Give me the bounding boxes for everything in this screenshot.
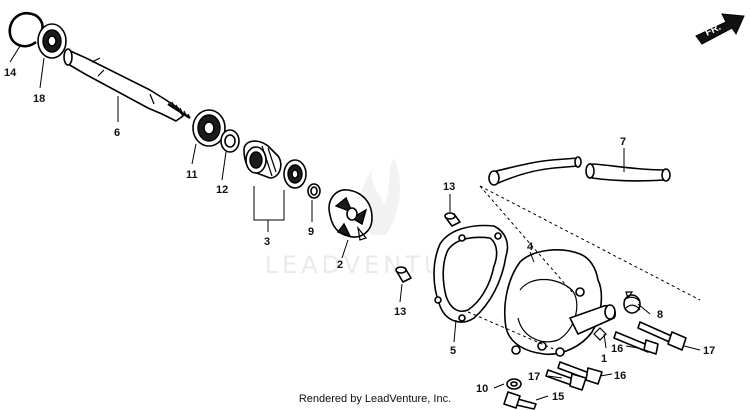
front-arrow-icon [695,13,745,45]
water-pump-cover-part [503,249,617,357]
bolt-15-part [503,391,537,410]
dowel-pin-lower-part [395,266,412,283]
callout-18: 18 [33,93,45,105]
callout-6: 6 [114,127,120,139]
hose-clamp-part [623,291,641,314]
callout-2: 2 [337,259,343,271]
callout-7: 7 [620,136,626,148]
callout-labels: 14 18 6 11 12 3 9 2 13 13 5 4 7 8 1 16 1… [4,67,715,403]
dowel-pin-upper-part [444,212,461,227]
pump-cover-gasket-part [433,224,509,323]
callout-13-upper: 13 [443,181,455,193]
seal-ring-part [283,159,307,189]
callout-3: 3 [264,236,270,248]
callout-12: 12 [216,184,228,196]
callout-16-upper: 16 [611,343,623,355]
callout-9: 9 [308,226,314,238]
small-washer-part [307,183,321,199]
impeller-part [328,189,373,241]
callout-17-lower: 17 [528,371,540,383]
callout-5: 5 [450,345,456,357]
mechanical-seal-part [243,140,282,179]
render-credit-footer: Rendered by LeadVenture, Inc. [298,393,452,405]
front-direction-label: FR. [703,22,722,39]
callout-1: 1 [601,353,607,365]
bolt-17-upper-part [637,321,687,351]
callout-16-lower: 16 [614,370,626,382]
front-direction-marker: FR. [695,13,745,45]
bolt-16-upper-part [613,331,659,355]
bolt-16-lower-part [557,361,603,385]
washer-10-part [506,378,522,390]
bearing-large-part [37,23,67,59]
callout-15: 15 [552,391,564,403]
water-hose-part [488,156,671,186]
callout-17-upper: 17 [703,345,715,357]
washer-part [220,129,240,153]
callout-14: 14 [4,67,17,79]
callout-11: 11 [186,169,198,181]
callout-4: 4 [527,241,534,253]
callout-8: 8 [657,309,663,321]
callout-13-lower: 13 [394,306,406,318]
callout-10: 10 [476,383,488,395]
bearing-small-part [192,109,226,147]
leader-lines [9,45,701,401]
pump-shaft-part [63,48,191,122]
